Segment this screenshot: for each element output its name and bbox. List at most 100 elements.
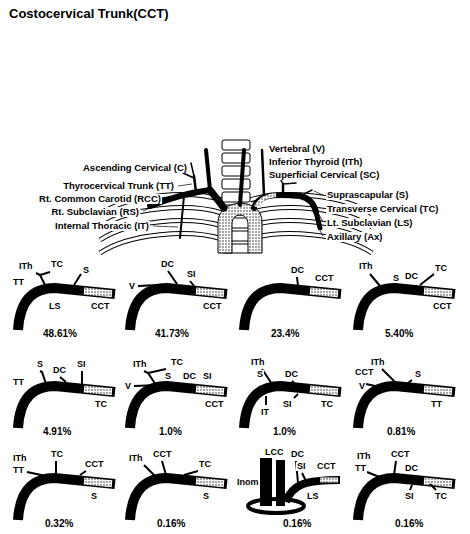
vessel-abbreviation: V: [128, 282, 136, 291]
vessel-abbreviation: CCT: [152, 450, 173, 459]
percentage-label: 4.91%: [42, 427, 72, 437]
stippled-segment: [310, 291, 338, 294]
vessel-abbreviation: SI: [404, 492, 415, 501]
leader-line: [313, 203, 323, 222]
superficial-cervical: [283, 183, 296, 184]
vessel-abbreviation: TC: [50, 260, 64, 269]
internal-thoracic: [180, 196, 184, 238]
vertebra: [222, 140, 250, 150]
vessel-abbreviation: TC: [434, 492, 448, 501]
vertebra: [222, 192, 250, 202]
vessel-abbreviation: CCT: [316, 462, 337, 471]
percentage-label: 0.32%: [44, 519, 74, 529]
vessel-abbreviation: S: [414, 370, 422, 379]
anatomy-label: Vertebral (V): [268, 144, 326, 154]
leader-line: [143, 208, 150, 211]
vessel-abbreviation: DC: [290, 450, 305, 459]
variant-figure: [358, 461, 455, 520]
subclavian-tube: [130, 288, 227, 330]
vessel-abbreviation: ITh: [132, 360, 148, 369]
vessel-abbreviation: CCT: [354, 368, 375, 377]
ascending-cervical: [191, 163, 194, 176]
left-common-carotid: [240, 150, 244, 205]
vessel-abbreviation: CCT: [90, 302, 111, 311]
vessel-abbreviation: ITh: [356, 452, 372, 461]
anatomy-label: Thyrocervical Trunk (TT): [62, 181, 175, 191]
axillary-artery: [316, 212, 320, 228]
vessel-abbreviation: LCC: [264, 448, 285, 457]
vessel-abbreviation: IT: [260, 408, 270, 417]
variant-figure: [130, 271, 227, 330]
artery-branch: [262, 369, 298, 405]
percentage-label: 1.0%: [158, 427, 183, 437]
percentage-label: 48.61%: [42, 329, 78, 339]
variant-figure: [358, 274, 455, 330]
vessel-abbreviation: SI: [186, 270, 197, 279]
vessel-abbreviation: TC: [170, 358, 184, 367]
stippled-segment: [424, 389, 452, 392]
vessel-abbreviation: TC: [434, 264, 448, 273]
percentage-label: 41.73%: [154, 329, 190, 339]
anatomy-label: Suprascapular (S): [326, 190, 409, 200]
subclavian-tube: [358, 288, 455, 330]
vessel-abbreviation: ITh: [358, 262, 374, 271]
leader-line: [314, 191, 323, 195]
artery-branch: [36, 272, 81, 285]
vessel-abbreviation: SI: [76, 360, 87, 369]
variant-figure: [358, 369, 455, 428]
vessel-abbreviation: TT: [430, 400, 443, 409]
variant-figure: [18, 461, 115, 520]
vessel-abbreviation: V: [358, 382, 366, 391]
stippled-segment: [84, 481, 112, 484]
anatomy-label: Axillary (Ax): [326, 232, 383, 242]
innominate-tube: [260, 458, 272, 506]
vessel-abbreviation: S: [36, 360, 44, 369]
percentage-label: 0.16%: [394, 519, 424, 529]
leader-lines: [143, 184, 323, 236]
vessel-abbreviation: DC: [182, 372, 197, 381]
anatomy-label: Lt. Subclavian (LS): [326, 218, 414, 228]
subclavian-tube: [286, 480, 340, 502]
artery-branch: [370, 274, 434, 286]
anatomy-label: Rt. Common Carotid (RCC): [38, 194, 162, 204]
variant-figure: [18, 272, 115, 330]
subclavian-tube: [18, 478, 115, 520]
vessel-abbreviation: LS: [48, 302, 62, 311]
artery-branch: [27, 461, 86, 476]
vertebra: [222, 179, 250, 189]
variant-figure: [248, 458, 340, 513]
percentage-label: 23.4%: [270, 329, 300, 339]
vessel-abbreviation: S: [164, 372, 172, 381]
rib: [100, 234, 222, 253]
vessel-abbreviation: Inom: [236, 478, 260, 487]
artery-branch: [367, 461, 436, 490]
artery-branch: [183, 173, 194, 178]
variant-figure: [130, 369, 227, 428]
stippled-segment: [320, 478, 338, 483]
subclavian-tube: [358, 386, 455, 428]
stippled-segment: [84, 291, 112, 294]
stippled-segment: [196, 481, 224, 484]
vessel-abbreviation: ITh: [128, 454, 144, 463]
vessel-abbreviation: TC: [50, 450, 64, 459]
artery-branch: [296, 461, 306, 483]
vessel-abbreviation: S: [90, 492, 98, 501]
anatomy-label: Internal Thoracic (IT): [54, 221, 150, 231]
vessel-abbreviation: TC: [320, 400, 334, 409]
brachiocephalic-artery: [210, 190, 224, 208]
percentage-label: 0.81%: [386, 427, 416, 437]
vertebral-artery: [262, 150, 264, 195]
vessel-abbreviation: TT: [354, 464, 367, 473]
vessel-abbreviation: SI: [296, 462, 307, 471]
vessel-abbreviation: CCT: [204, 400, 225, 409]
figure-title: Costocervical Trunk(CCT): [8, 7, 170, 20]
thyrocervical-trunk: [282, 184, 285, 194]
vessel-abbreviation: ITh: [250, 358, 266, 367]
stippled-segment: [196, 389, 224, 392]
subclavian-tube: [244, 386, 341, 428]
vessel-abbreviation: LS: [306, 492, 320, 501]
vessel-abbreviation: TT: [12, 466, 25, 475]
stippled-segment: [84, 389, 112, 392]
leader-line: [178, 184, 192, 186]
anatomy-label: Superficial Cervical (SC): [268, 170, 380, 180]
